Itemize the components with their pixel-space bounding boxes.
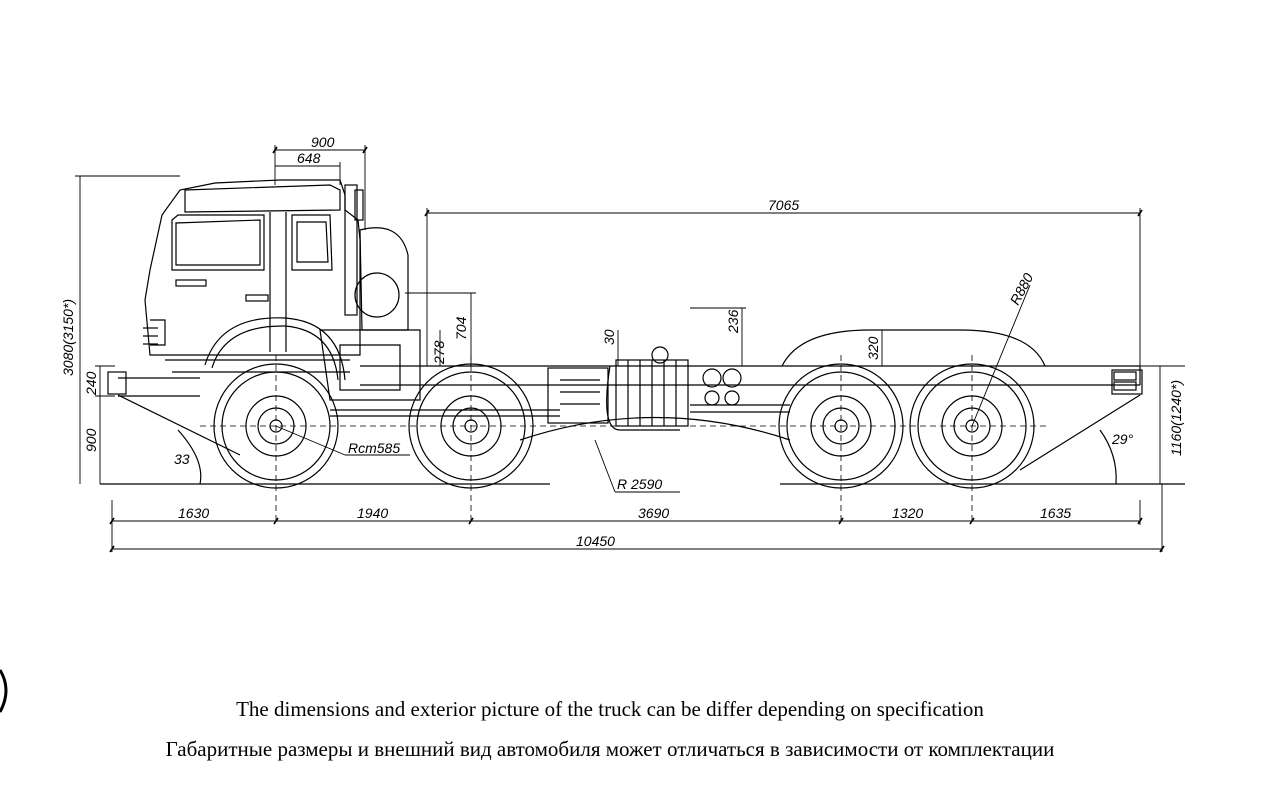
caption-english: The dimensions and exterior picture of t… [236,697,984,721]
dim-240: 240 [83,371,99,396]
dim-1635: 1635 [1040,505,1071,521]
departure-line [1019,394,1141,471]
cropped-mark [0,669,8,713]
dim-278: 278 [431,340,447,365]
dim-angle-29: 29° [1111,431,1134,447]
dim-rear-height: 1160(1240*) [1168,380,1184,456]
dim-angle-33: 33 [174,451,190,467]
dim-r2590: R 2590 [617,476,662,492]
dim-1320: 1320 [892,505,923,521]
dim-rcm585: Rcm585 [348,440,400,456]
dim-320: 320 [865,336,881,360]
caption-russian: Габаритные размеры и внешний вид автомоб… [165,737,1055,761]
dim-236: 236 [725,309,741,334]
dim-30: 30 [601,329,617,345]
dim-1630: 1630 [178,505,209,521]
dim-1940: 1940 [357,505,388,521]
dim-total-height: 3080(3150*) [60,299,76,376]
rear-fender [781,329,1046,367]
dim-frame-7065: 7065 [768,197,799,213]
frame [107,365,1143,397]
dim-r880: R880 [1007,270,1037,307]
approach-line [117,394,241,456]
dim-cab-648: 648 [297,150,321,166]
cab [143,179,409,373]
front-wheel-arch [204,317,346,381]
dim-cab-900: 900 [311,134,335,150]
dim-total-length: 10450 [576,533,615,549]
dim-900: 900 [83,428,99,452]
dim-3690: 3690 [638,505,669,521]
ramp-breakover-arc [519,416,791,441]
drivetrain [319,329,1137,431]
dim-704: 704 [453,316,469,340]
